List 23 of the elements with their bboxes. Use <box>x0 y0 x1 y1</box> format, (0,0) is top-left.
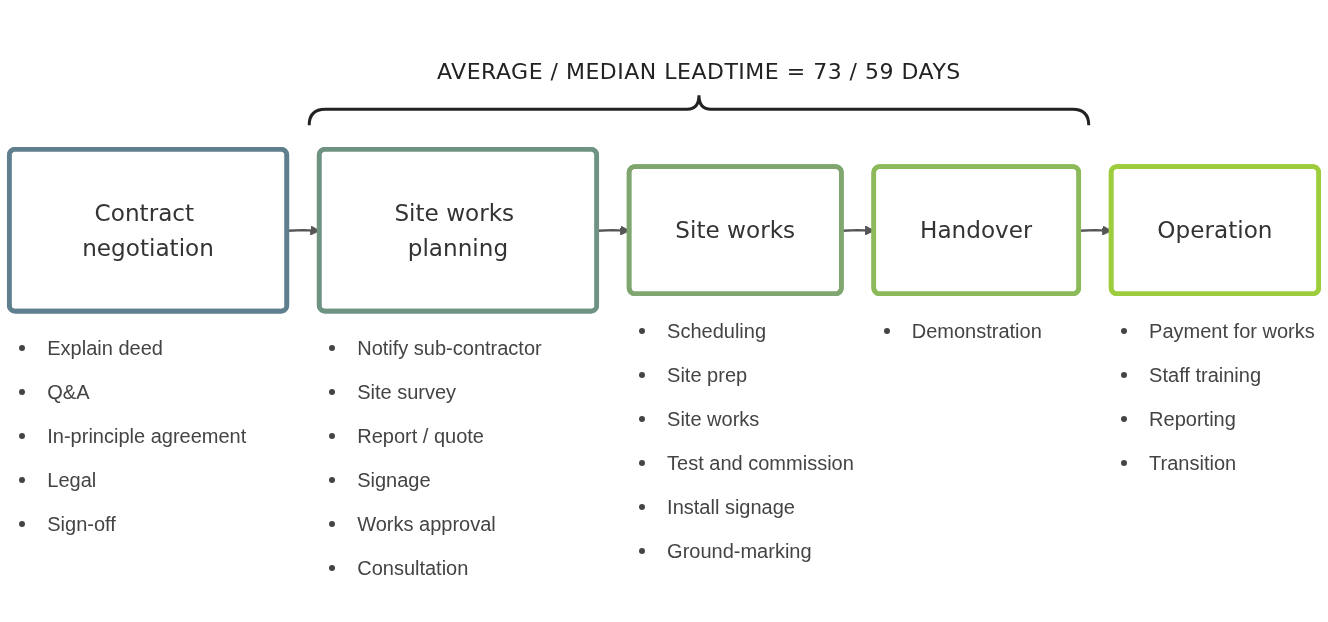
bullet-item: Site works <box>667 406 760 432</box>
bullet-item: Site survey <box>357 380 457 406</box>
bullet-item: Test and commission <box>667 450 854 476</box>
bullet-item: Payment for works <box>1149 318 1315 344</box>
bullet-item: Consultation <box>357 556 469 582</box>
bullet-item: Signage <box>357 468 431 494</box>
bullet-item: Legal <box>47 468 97 494</box>
bullet-item: Install signage <box>667 494 795 520</box>
bullet-item: Reporting <box>1149 406 1236 432</box>
bullet-item: Ground-marking <box>667 538 812 564</box>
bullet-item: Q&A <box>47 380 90 406</box>
bullet-item: Demonstration <box>911 318 1042 344</box>
bullet-item: Notify sub-contractor <box>357 336 542 362</box>
diagram-title: AVERAGE / MEDIAN LEADTIME = 73 / 59 DAYS <box>436 59 961 85</box>
bullet-item: Staff training <box>1149 362 1262 388</box>
bullet-item: Site prep <box>667 362 748 388</box>
bullet-item: Scheduling <box>667 318 767 344</box>
bullet-item: Sign-off <box>47 512 116 538</box>
bullet-item: Explain deed <box>47 336 163 362</box>
bullet-item: Report / quote <box>357 424 484 450</box>
bullet-item: Works approval <box>357 512 496 538</box>
bullet-item: Transition <box>1149 450 1237 476</box>
bullet-item: In-principle agreement <box>47 424 247 450</box>
